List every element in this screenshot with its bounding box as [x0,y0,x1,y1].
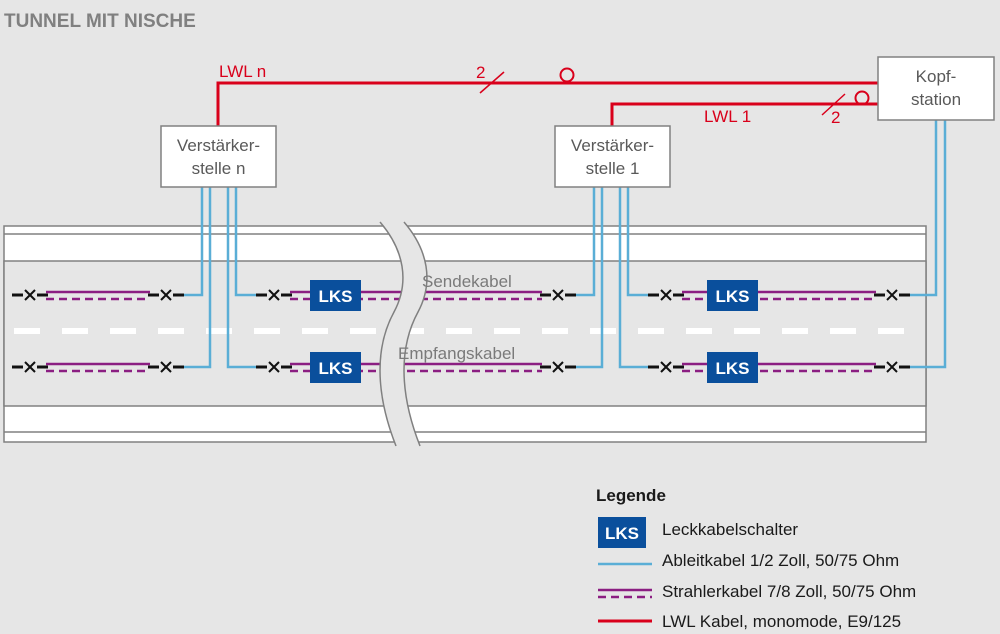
connector-icon [874,289,910,301]
legend-item-label: Ableitkabel 1/2 Zoll, 50/75 Ohm [662,551,899,570]
fiber-count-top: 2 [476,63,485,82]
lks-switch: LKS [310,352,361,383]
splice-icon-top [559,67,575,83]
lks-switch: LKS [707,280,758,311]
connector-icon [256,361,292,373]
fiber-cables [216,71,878,126]
legend-item-label: LWL Kabel, monomode, E9/125 [662,612,901,631]
splice-icon-bottom [854,90,870,106]
diagram-title: TUNNEL MIT NISCHE [4,11,196,32]
legend-title: Legende [596,486,666,505]
amplifier-1-line1: Verstärker- [571,136,654,155]
tunnel-break [380,222,427,446]
fiber-count-tick-top [479,71,505,94]
send-cable-label: Sendekabel [422,272,512,291]
amplifier-n-line1: Verstärker- [177,136,260,155]
lks-label: LKS [319,287,353,306]
amplifier-station-1: Verstärker- stelle 1 [554,125,671,188]
amplifier-station-n: Verstärker- stelle n [160,125,277,188]
tunnel-break-edge-right [403,221,428,447]
head-station-line1: Kopf- [916,67,957,86]
connector-icon [148,289,184,301]
lks-label: LKS [716,359,750,378]
fiber-line-n [216,81,878,126]
lks-switch: LKS [707,352,758,383]
legend-lks-text: LKS [605,524,639,543]
connector-icon [648,361,684,373]
connector-icon [540,361,576,373]
feeder-cables [182,120,947,369]
connector-icon [12,361,48,373]
legend: Legende LKS Leckkabelschalter Ableitkabe… [596,486,916,631]
connector-icon [148,361,184,373]
amplifier-n-line2: stelle n [192,159,246,178]
head-station-line2: station [911,90,961,109]
legend-item-label: Leckkabelschalter [662,520,798,539]
connector-icon [256,289,292,301]
connector-icon [648,289,684,301]
fiber-label-n: LWL n [219,62,266,81]
lks-label: LKS [319,359,353,378]
tunnel-break-edge-left [379,221,404,447]
lks-label: LKS [716,287,750,306]
fiber-line-1 [610,102,878,126]
connector-icon [12,289,48,301]
lks-switch: LKS [310,280,361,311]
fiber-count-tick-bottom [821,93,846,116]
cable-connectors [12,289,910,373]
tunnel [3,225,927,443]
legend-lks-swatch [598,517,646,548]
fiber-count-bottom: 2 [831,108,840,127]
legend-item-label: Strahlerkabel 7/8 Zoll, 50/75 Ohm [662,582,916,601]
amplifier-1-line2: stelle 1 [586,159,640,178]
connector-icon [874,361,910,373]
receive-cable-label: Empfangskabel [398,344,515,363]
connector-icon [540,289,576,301]
head-station: Kopf- station [877,56,995,121]
fiber-label-1: LWL 1 [704,107,751,126]
